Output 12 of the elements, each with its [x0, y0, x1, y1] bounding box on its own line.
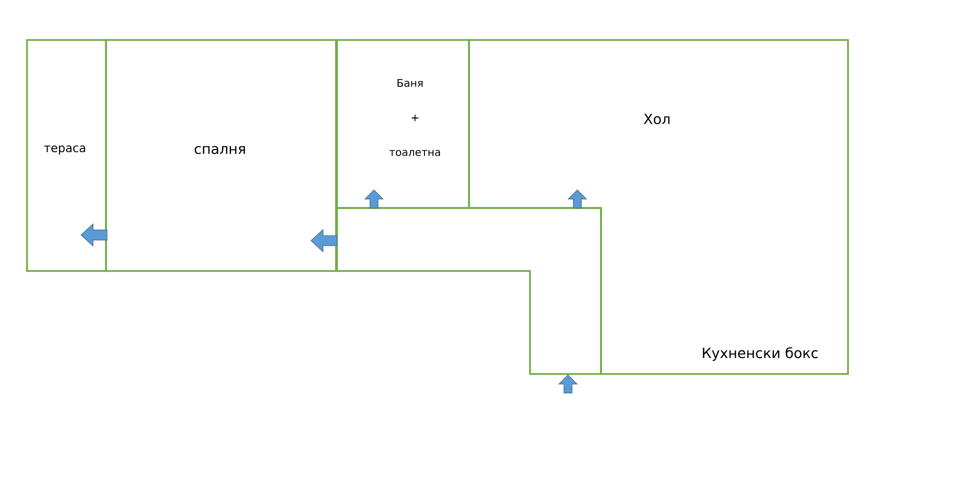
room-label: Кухненски бокс [702, 347, 818, 361]
room-label: спалня [194, 146, 245, 154]
room-outline [336, 39, 470, 209]
room-label: Баня [398, 79, 423, 87]
room-label: + [412, 114, 418, 122]
room-outline [105, 39, 337, 272]
room-outline [468, 39, 849, 375]
room-outline [336, 207, 602, 375]
room-label: тоалетна [389, 150, 440, 156]
room-label: Хол [644, 114, 670, 124]
room-outline [26, 39, 107, 272]
room-label: тераса [44, 146, 86, 154]
